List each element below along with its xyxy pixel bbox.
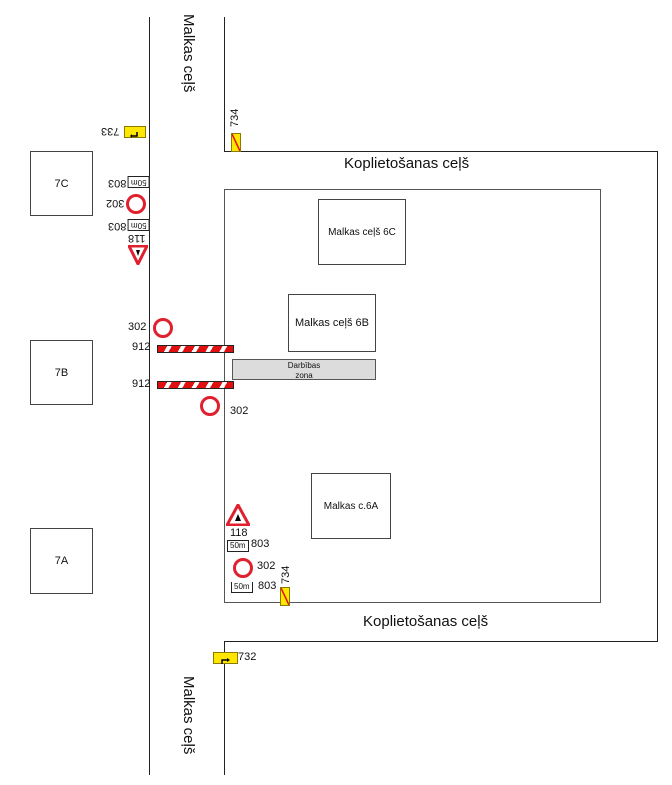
road-name-koplietosanas-bottom: Koplietošanas ceļš [363, 613, 489, 630]
property-area [224, 189, 601, 603]
sign-302-left-label: 302 [128, 321, 147, 333]
sign-733-label: 733 [101, 125, 120, 137]
road-works-warning-sign-lower [226, 504, 250, 526]
road-name-malkas-bottom: Malkas ceļš [180, 676, 197, 755]
malkas-road-right-edge-bottom [224, 642, 225, 775]
sign-302-left [153, 318, 173, 338]
sign-732-direction [213, 652, 238, 664]
diagonal-stripe-icon [281, 588, 289, 605]
turn-right-arrow-icon [221, 658, 230, 664]
barrier-912-a [157, 345, 234, 353]
plate-50m-lower-1: 50m [227, 540, 249, 552]
sign-302-upper-label: 302 [106, 197, 125, 209]
koplietosanas-road-top-edge [224, 151, 658, 152]
sign-734-bottom-label: 734 [280, 565, 292, 584]
sign-732-label: 732 [238, 651, 257, 663]
building-7c-label: 7C [54, 177, 69, 190]
work-zone-label-2: zona [295, 371, 313, 380]
sign-302-right [200, 396, 220, 416]
sign-803-upper-1-label: 803 [108, 177, 127, 189]
sign-302-lower [233, 558, 253, 578]
sign-912-a-label: 912 [132, 341, 151, 353]
work-zone-label-1: Darbības [287, 361, 321, 370]
road-name-koplietosanas-top: Koplietošanas ceļš [344, 155, 470, 172]
sign-734-top [231, 133, 241, 152]
sign-733-direction [124, 126, 146, 138]
sign-803-lower-2-label: 803 [258, 580, 277, 592]
building-7a-label: 7A [54, 555, 69, 567]
sign-912-b-label: 912 [132, 378, 151, 390]
sign-734-top-label: 734 [229, 108, 241, 127]
malkas-road-left-edge [149, 17, 150, 775]
koplietosanas-road-bottom-edge [224, 641, 658, 642]
sign-302-right-label: 302 [230, 405, 249, 417]
building-6a-label: Malkas c.6A [323, 500, 379, 512]
diagonal-stripe-icon [232, 134, 240, 151]
building-7c: 7C [30, 151, 93, 216]
plate-50m-upper-2: 50m [128, 219, 150, 231]
building-6c-label: Malkas ceļš 6C [328, 226, 396, 238]
building-6b-label: Malkas ceļš 6B [295, 317, 369, 329]
work-zone: Darbības zona [232, 359, 376, 380]
sign-302-upper [126, 194, 146, 214]
sign-803-upper-2-label: 803 [108, 220, 127, 232]
road-works-warning-sign-upper [128, 245, 148, 265]
plate-50m-upper-1: 50m [128, 176, 150, 188]
building-6b: Malkas ceļš 6B [288, 294, 376, 352]
sign-118-lower-label: 118 [230, 527, 248, 539]
malkas-road-right-edge-top [224, 17, 225, 152]
building-6a: Malkas c.6A [311, 473, 391, 539]
building-6c: Malkas ceļš 6C [318, 199, 406, 265]
building-7b: 7B [30, 340, 93, 405]
koplietosanas-road-right-edge [657, 151, 658, 642]
turn-arrow-icon [130, 132, 138, 138]
sign-302-lower-label: 302 [257, 560, 276, 572]
sign-734-bottom [280, 587, 290, 606]
building-7b-label: 7B [54, 366, 69, 379]
road-name-malkas-top: Malkas ceļš [180, 14, 197, 93]
sign-118-upper-label: 118 [128, 232, 146, 244]
barrier-912-b [157, 381, 234, 389]
building-7a: 7A [30, 528, 93, 594]
plate-50m-lower-2: 50m [231, 582, 253, 593]
sign-803-lower-1-label: 803 [251, 538, 270, 550]
